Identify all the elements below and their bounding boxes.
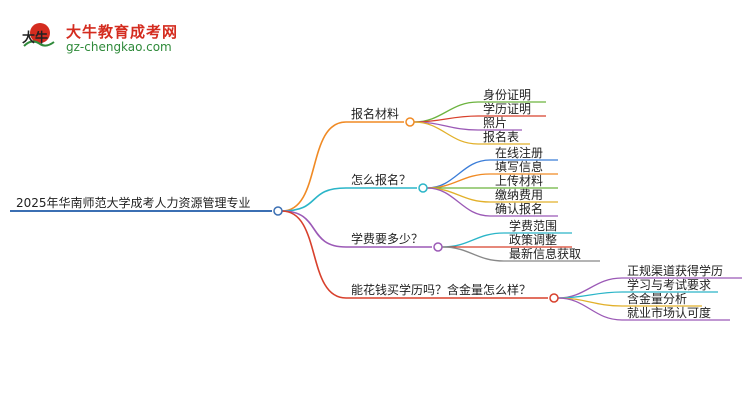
- branch-2-leaf-0-connector: [441, 232, 505, 248]
- branch-3-leaf-1-connector: [557, 291, 623, 299]
- branch-0-leaf-3-connector: [413, 121, 479, 145]
- logo-mark-text: 大牛: [22, 30, 48, 46]
- branch-1-leaf-4-label: 确认报名: [495, 201, 543, 216]
- branch-1-leaf-2-label: 上传材料: [495, 173, 543, 188]
- branch-1-leaf-1-label: 填写信息: [495, 159, 543, 174]
- branch-1-leaf-4-connector: [426, 187, 491, 217]
- branch-1-leaf-3-label: 缴纳费用: [495, 187, 543, 202]
- branch-0-leaf-1-label: 学历证明: [483, 101, 531, 116]
- branch-2-dot[interactable]: [433, 242, 443, 252]
- branch-2-leaf-1-label: 政策调整: [509, 232, 557, 247]
- root-node-label: 2025年华南师范大学成考人力资源管理专业: [16, 195, 251, 210]
- branch-0-leaf-2-label: 照片: [483, 116, 507, 130]
- branch-3-leaf-3-connector: [557, 297, 623, 321]
- branch-3-leaf-1-label: 学习与考试要求: [627, 277, 711, 292]
- branch-3-leaf-2-label: 含金量分析: [627, 291, 687, 306]
- branch-2-leaf-0-label: 学费范围: [509, 218, 557, 233]
- branch-0-connector: [281, 121, 347, 212]
- branch-1-dot[interactable]: [418, 183, 428, 193]
- branch-3-leaf-0-label: 正规渠道获得学历: [627, 263, 723, 278]
- mindmap-nodes: 2025年华南师范大学成考人力资源管理专业 报名材料 身份证明学历证明照片报名表怎么…: [16, 87, 723, 320]
- branch-0-leaf-0-label: 身份证明: [483, 87, 531, 102]
- branch-0-leaf-1-connector: [413, 115, 479, 123]
- branch-2-leaf-2-connector: [441, 246, 505, 262]
- branch-1-leaf-1-connector: [426, 173, 491, 189]
- branch-2-label: 学费要多少？: [351, 231, 423, 246]
- branch-1-connector: [281, 187, 347, 212]
- branch-1-leaf-3-connector: [426, 187, 491, 203]
- site-logo[interactable]: 大牛 大牛教育成考网 gz-chengkao.com: [14, 18, 184, 58]
- mindmap-edges: [10, 101, 742, 321]
- branch-0-leaf-3-label: 报名表: [483, 129, 519, 144]
- branch-3-dot[interactable]: [549, 293, 559, 303]
- branch-3-leaf-3-label: 就业市场认可度: [627, 305, 711, 320]
- branch-2-leaf-2-label: 最新信息获取: [509, 246, 581, 261]
- branch-2-connector: [281, 210, 347, 248]
- logo-mark-icon: 大牛: [22, 23, 55, 47]
- branch-3-connector: [281, 210, 347, 299]
- branch-1-label: 怎么报名？: [351, 172, 411, 187]
- logo-brand: 大牛教育成考网: [66, 23, 179, 41]
- branch-0-dot[interactable]: [405, 117, 415, 127]
- branch-0-label: 报名材料: [351, 106, 399, 121]
- root-node-dot[interactable]: [273, 206, 283, 216]
- branch-3-label: 能花钱买学历吗？含金量怎么样？: [351, 282, 531, 297]
- branch-1-leaf-0-label: 在线注册: [495, 145, 543, 160]
- logo-site-url: gz-chengkao.com: [66, 40, 172, 54]
